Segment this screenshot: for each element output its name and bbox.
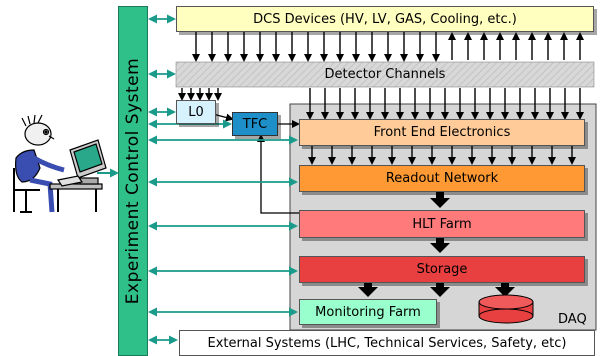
experiment-control-system-bar[interactable]: Experiment Control System [118,6,148,356]
monitoring-farm-box[interactable]: Monitoring Farm [299,299,437,325]
readout-network-box[interactable]: Readout Network [299,165,585,192]
operator-at-computer-icon [13,114,107,213]
storage-box[interactable]: Storage [299,256,585,283]
detector-to-l0-arrows [178,88,222,101]
front-end-electronics-box[interactable]: Front End Electronics [299,119,585,146]
detector-channels-band [175,61,595,88]
l0-label: L0 [188,104,204,120]
fee-label: Front End Electronics [373,125,511,140]
storage-disk-icon [478,294,534,324]
tfc-box[interactable]: TFC [232,112,278,136]
monitoring-farm-label: Monitoring Farm [315,304,421,320]
daq-label: DAQ [558,312,587,327]
l0-box[interactable]: L0 [176,100,216,124]
hlt-farm-label: HLT Farm [412,216,472,232]
detector-channels-box[interactable]: Detector Channels [176,62,594,87]
tfc-label: TFC [242,116,268,132]
daq-flow-arrows [358,192,515,297]
storage-label: Storage [416,262,468,277]
dcs-detector-arrows [192,32,584,62]
dcs-devices-box[interactable]: DCS Devices (HV, LV, GAS, Cooling, etc.) [176,6,594,32]
detector-to-fee-arrows [306,88,584,120]
fee-to-readout-arrows [308,146,576,165]
detector-channels-label: Detector Channels [324,67,446,82]
ecs-arrows [148,14,298,345]
external-systems-box[interactable]: External Systems (LHC, Technical Service… [179,330,595,356]
hlt-farm-box[interactable]: HLT Farm [299,210,585,238]
ecs-label: Experiment Control System [123,57,143,305]
readout-network-label: Readout Network [385,171,499,186]
external-systems-label: External Systems (LHC, Technical Service… [207,335,567,351]
dcs-devices-label: DCS Devices (HV, LV, GAS, Cooling, etc.) [253,11,517,27]
